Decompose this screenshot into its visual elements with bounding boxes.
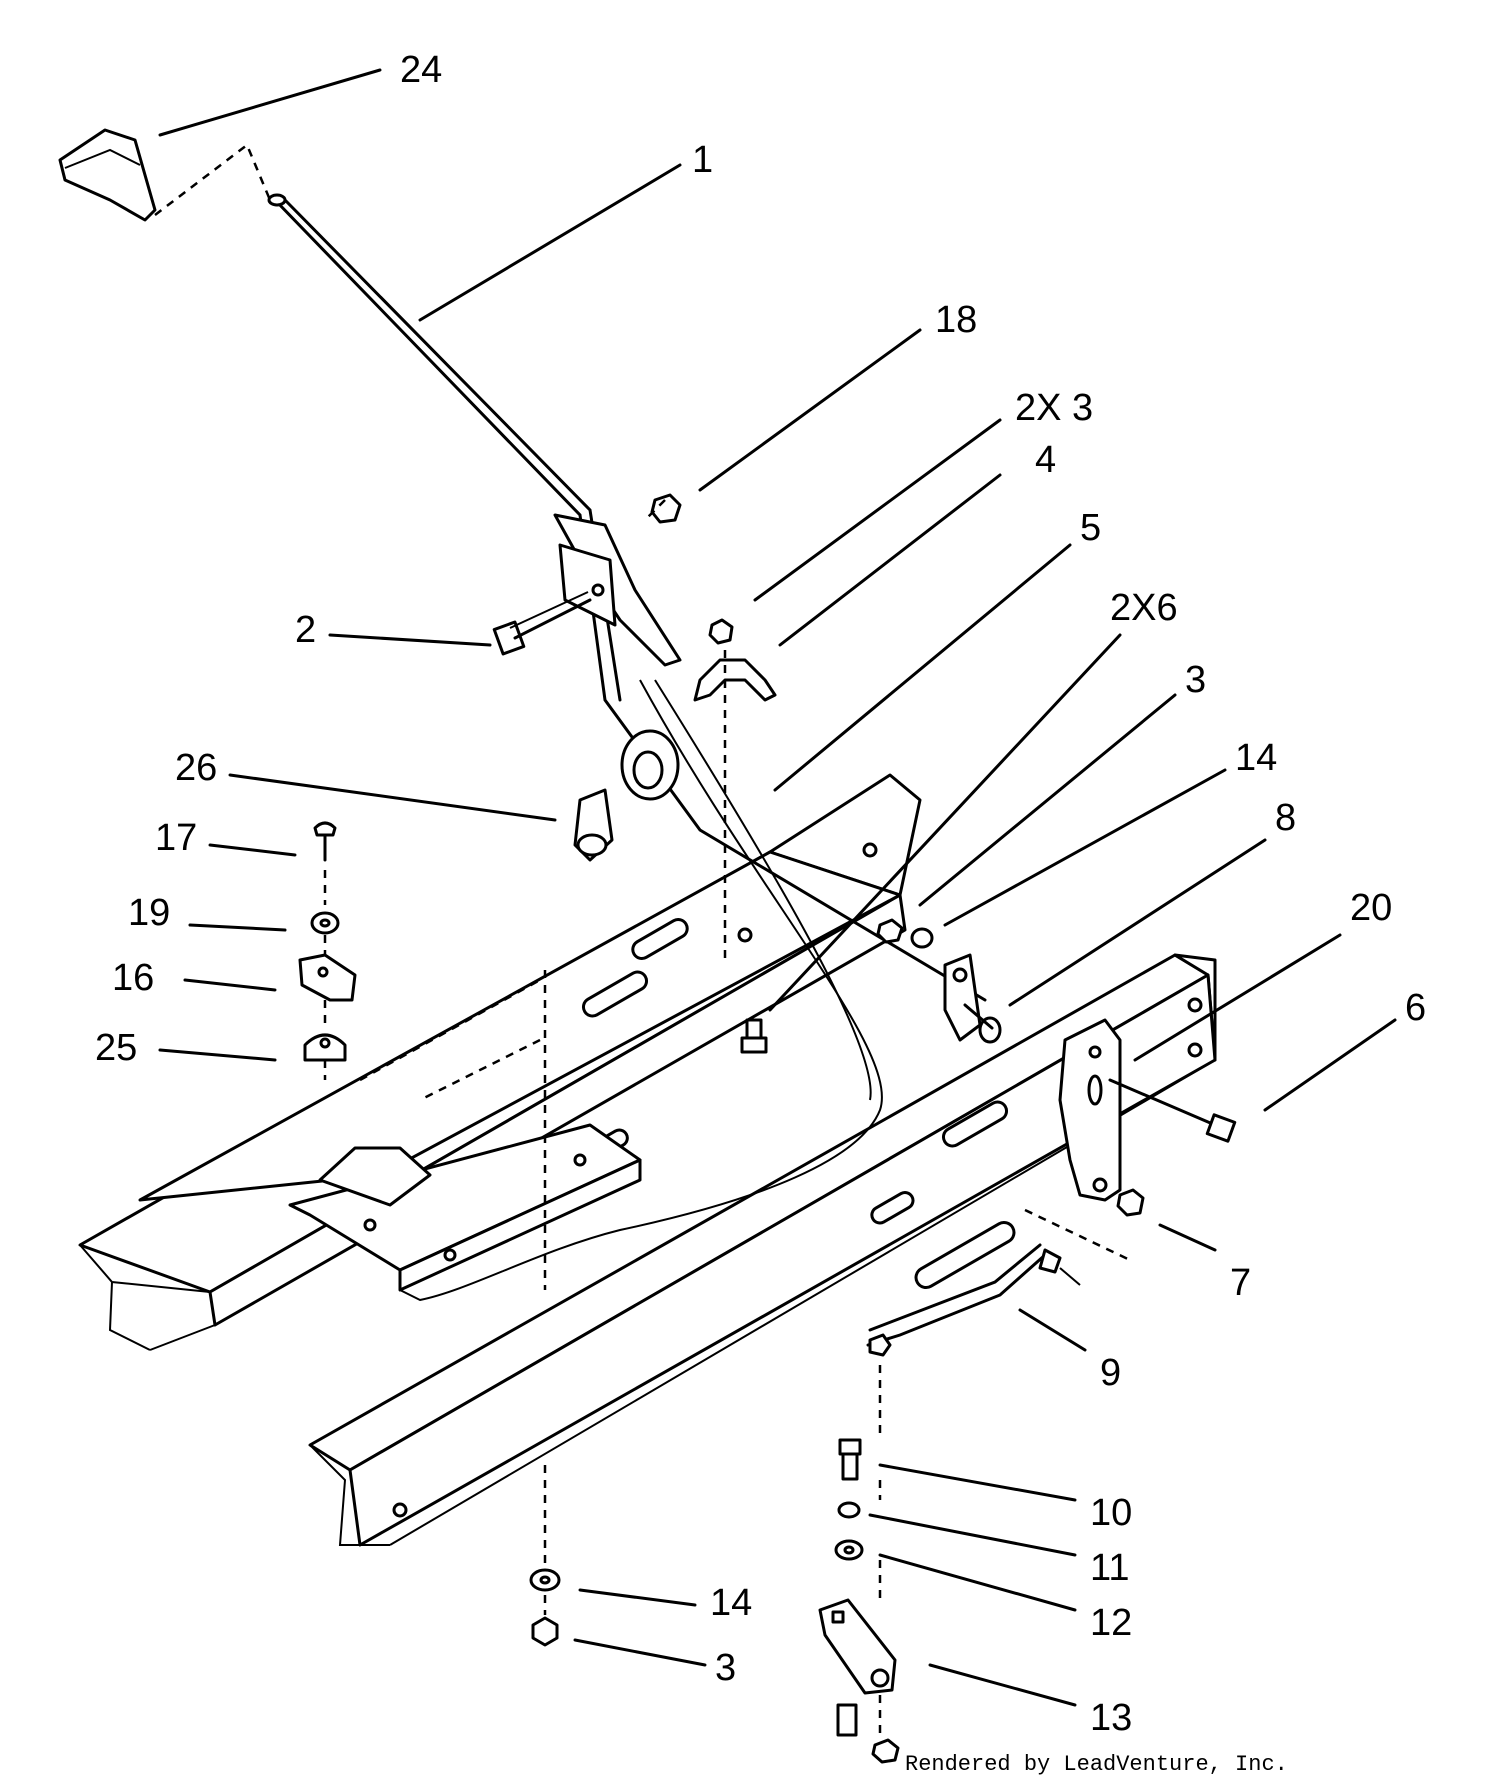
- callout-16: 16: [112, 957, 154, 999]
- nut-7: [1116, 1188, 1145, 1217]
- callout-14-upper: 14: [1235, 737, 1277, 779]
- washer-12: [834, 1539, 864, 1561]
- shift-cable-inner: [654, 679, 872, 1101]
- assembly-lines: [323, 499, 1131, 1740]
- leader-lines: [158, 68, 1397, 1707]
- knob-leader: [154, 143, 272, 216]
- callout-6: 6: [1405, 987, 1426, 1029]
- callout-2x3: 2X 3: [1015, 387, 1093, 429]
- nut-18: [650, 493, 682, 524]
- lever-bracket: [553, 513, 682, 667]
- nut-3-lower: [531, 1616, 559, 1647]
- washer-14-lower: [529, 1568, 561, 1592]
- callout-24: 24: [400, 49, 442, 91]
- callout-labels: 24 1 18 2X 3 4 5 2 2X6 26 3 14 17 8 19 2…: [95, 49, 1426, 1739]
- shift-rod: [866, 1243, 1081, 1357]
- callout-5: 5: [1080, 507, 1101, 549]
- callout-9: 9: [1100, 1352, 1121, 1394]
- mounting-plate: [288, 1123, 642, 1292]
- bolt-6: [1108, 1078, 1237, 1143]
- callout-14-lower: 14: [710, 1582, 752, 1624]
- callout-11: 11: [1090, 1547, 1129, 1589]
- callout-1: 1: [692, 139, 713, 181]
- washer-11: [837, 1501, 861, 1519]
- nut-25: [303, 1033, 347, 1062]
- callout-8: 8: [1275, 797, 1296, 839]
- nut-washer-upper: [876, 918, 934, 949]
- frame-rail-top: [138, 773, 922, 1202]
- shift-knob: [58, 128, 157, 222]
- callout-3-lower: 3: [715, 1647, 736, 1689]
- callout-13: 13: [1090, 1697, 1132, 1739]
- bracket-8: [943, 953, 1002, 1044]
- callout-12: 12: [1090, 1602, 1132, 1644]
- bracket-20: [1058, 1018, 1122, 1202]
- callout-10: 10: [1090, 1492, 1132, 1534]
- footer-credit: Rendered by LeadVenture, Inc.: [905, 1752, 1288, 1777]
- callout-2x6: 2X6: [1110, 587, 1178, 629]
- pivot-assembly: [573, 729, 680, 862]
- callout-26: 26: [175, 747, 217, 789]
- pivot-bolt: [492, 591, 592, 656]
- clip-16: [298, 953, 357, 1002]
- cable-clamp: [693, 618, 777, 702]
- callout-2: 2: [295, 609, 316, 651]
- callout-4: 4: [1035, 439, 1056, 481]
- callout-19: 19: [128, 892, 170, 934]
- callout-3-upper: 3: [1185, 659, 1206, 701]
- link-13: [818, 1598, 900, 1764]
- callout-18: 18: [935, 299, 977, 341]
- callout-20: 20: [1350, 887, 1392, 929]
- bolt-17: [313, 821, 337, 862]
- bolt-10: [838, 1438, 862, 1481]
- washer-19: [310, 911, 340, 935]
- callout-17: 17: [155, 817, 197, 859]
- plate-bolt: [740, 1018, 768, 1054]
- shift-cable: [399, 679, 883, 1302]
- callout-7: 7: [1230, 1262, 1251, 1304]
- callout-25: 25: [95, 1027, 137, 1069]
